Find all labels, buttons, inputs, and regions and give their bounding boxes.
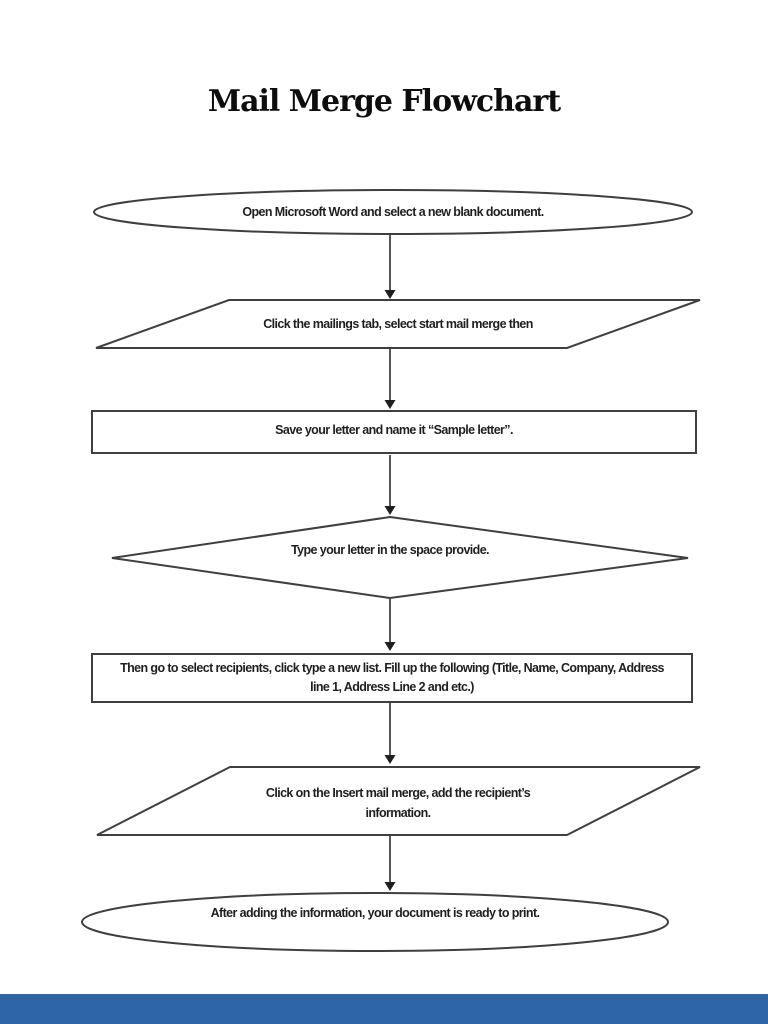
node-type-letter-diamond (111, 515, 689, 600)
node-start-text: Open Microsoft Word and select a new bla… (242, 204, 544, 219)
node-type-letter-text: Type your letter in the space provide. (291, 543, 489, 557)
node-end-text: After adding the information, your docum… (210, 905, 540, 920)
node-save-letter-text: Save your letter and name it “Sample let… (275, 422, 513, 437)
flow-arrow-4 (384, 599, 396, 651)
flow-arrow-1 (384, 234, 396, 299)
node-select-recipients-line1: Then go to select recipients, click type… (120, 661, 664, 675)
node-insert-merge-line1: Click on the Insert mail merge, add the … (265, 786, 531, 800)
bottom-accent-bar (0, 994, 768, 1024)
flow-arrow-6 (384, 836, 396, 891)
flow-arrow-5 (384, 703, 396, 764)
node-save-letter-label: Save your letter and name it “Sample let… (92, 411, 696, 453)
node-insert-merge-line2: information. (365, 806, 431, 820)
node-insert-merge-parallelogram (96, 766, 701, 836)
page-title: Mail Merge Flowchart (207, 84, 561, 119)
node-io-mailings-label: Click the mailings tab, select start mai… (98, 300, 698, 348)
flow-arrow-3 (384, 455, 396, 515)
node-io-mailings-text: Click the mailings tab, select start mai… (263, 316, 533, 331)
node-start-label: Open Microsoft Word and select a new bla… (94, 190, 692, 234)
node-end-ellipse (81, 892, 669, 952)
node-select-recipients-label: Then go to select recipients, click type… (62, 654, 722, 702)
node-io-mailings-parallelogram (95, 299, 701, 349)
node-end-label: After adding the information, your docum… (82, 893, 668, 951)
node-save-letter-rectangle (91, 410, 697, 454)
node-insert-merge-label: Click on the Insert mail merge, add the … (98, 767, 698, 835)
node-select-recipients-line2: line 1, Address Line 2 and etc.) (310, 680, 474, 694)
node-start-ellipse (93, 189, 693, 235)
node-type-letter-label: Type your letter in the space provide. (112, 517, 668, 598)
flow-arrow-2 (384, 349, 396, 409)
node-select-recipients-rectangle (91, 653, 693, 703)
